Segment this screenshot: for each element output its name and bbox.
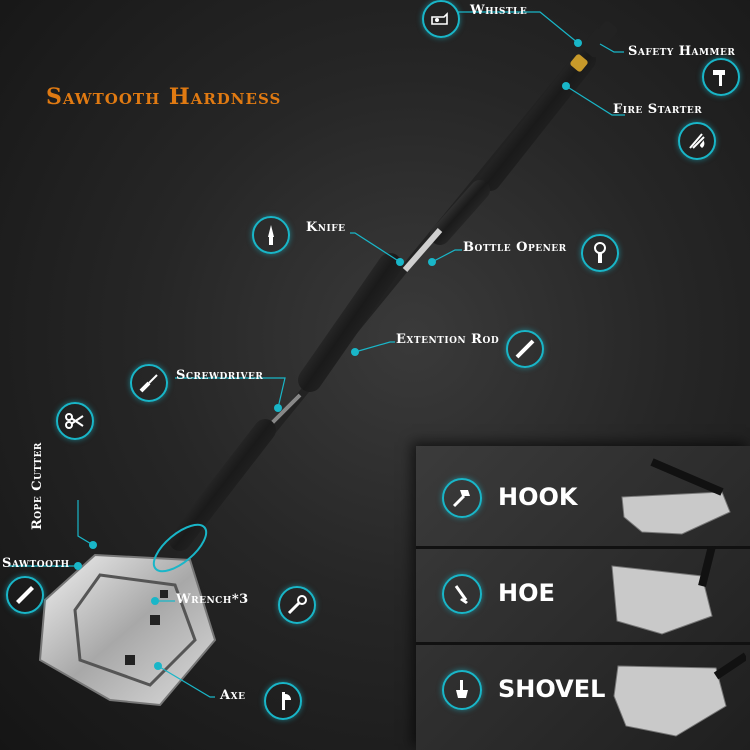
wrench-icon [278,586,316,624]
shovel-icon [442,670,482,710]
saw-icon [6,576,44,614]
mode-label-hook: HOOK [498,483,578,511]
label-knife: Knife [306,220,346,235]
label-whistle: Whistle [470,3,528,18]
hoe-icon [442,574,482,614]
label-wrench: Wrench*3 [176,592,249,607]
label-fire-starter: Fire Starter [613,102,703,117]
mode-label-shovel: SHOVEL [498,675,606,703]
fire-starter-icon [678,122,716,160]
hoe-mode-photo [611,546,716,635]
bottle-opener-icon [581,234,619,272]
mode-row-shovel: SHOVEL [416,642,750,738]
label-safety-hammer: Safety Hammer [628,44,736,59]
screwdriver-icon [130,364,168,402]
hook-icon [442,478,482,518]
whistle-icon [422,0,460,38]
mode-label-hoe: HOE [498,579,555,607]
label-rope-cutter: Rope Cutter [30,442,45,530]
label-bottle-opener: Bottle Opener [463,240,567,255]
hook-mode-photo [621,458,731,535]
axe-icon [264,682,302,720]
label-sawtooth: Sawtooth [2,556,70,571]
headline: Sawtooth Hardness [46,84,282,110]
label-extention-rod: Extention Rod [396,332,500,347]
label-axe: Axe [220,688,246,703]
hammer-icon [702,58,740,96]
knife-icon [252,216,290,254]
label-screwdriver: Screwdriver [176,368,264,383]
extension-rod-icon [506,330,544,368]
mode-row-hoe: HOE [416,546,750,645]
scissors-icon [56,402,94,440]
mode-panel: HOOK HOE SHOVEL [416,446,750,750]
mode-row-hook: HOOK [416,450,750,549]
shovel-mode-photo [613,652,746,737]
